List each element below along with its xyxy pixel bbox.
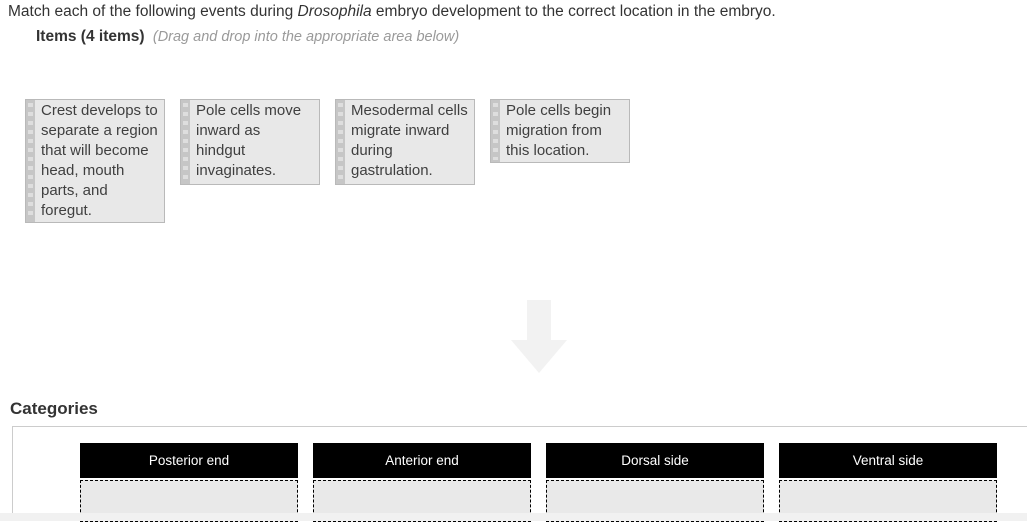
draggable-item[interactable]: Pole cells move inward as hindgut invagi… xyxy=(180,99,320,185)
down-arrow-stem xyxy=(527,300,551,340)
draggable-item[interactable]: Pole cells begin migration from this loc… xyxy=(490,99,630,163)
draggable-item[interactable]: Crest develops to separate a region that… xyxy=(25,99,165,223)
category-header: Posterior end xyxy=(80,443,298,478)
categories-title: Categories xyxy=(10,399,98,418)
items-count-label: Items (4 items) xyxy=(36,28,145,45)
drag-drop-hint: (Drag and drop into the appropriate area… xyxy=(152,29,460,45)
category-column-ventral-side: Ventral side xyxy=(779,443,997,522)
item-text: Mesodermal cells migrate inward during g… xyxy=(351,102,468,179)
prompt-italic-term: Drosophila xyxy=(297,3,372,20)
category-column-anterior-end: Anterior end xyxy=(313,443,531,522)
drag-handle-icon[interactable] xyxy=(336,100,345,184)
item-text: Pole cells begin migration from this loc… xyxy=(506,102,612,159)
draggable-item[interactable]: Mesodermal cells migrate inward during g… xyxy=(335,99,475,185)
down-arrow-head xyxy=(511,340,567,373)
category-header: Anterior end xyxy=(313,443,531,478)
down-arrow-icon xyxy=(511,300,567,373)
item-text: Crest develops to separate a region that… xyxy=(41,102,158,219)
category-header: Ventral side xyxy=(779,443,997,478)
category-column-posterior-end: Posterior end xyxy=(80,443,298,522)
items-section-header: Items (4 items) (Drag and drop into the … xyxy=(36,27,459,47)
drag-handle-icon[interactable] xyxy=(491,100,500,162)
drag-handle-icon[interactable] xyxy=(26,100,35,222)
item-text: Pole cells move inward as hindgut invagi… xyxy=(196,102,302,179)
prompt-text-suffix: embryo development to the correct locati… xyxy=(371,3,776,20)
prompt-text-prefix: Match each of the following events durin… xyxy=(8,3,298,20)
drag-handle-icon[interactable] xyxy=(181,100,190,184)
viewport-bottom-strip xyxy=(0,513,1027,521)
category-column-dorsal-side: Dorsal side xyxy=(546,443,764,522)
question-prompt: Match each of the following events durin… xyxy=(8,2,776,22)
category-header: Dorsal side xyxy=(546,443,764,478)
